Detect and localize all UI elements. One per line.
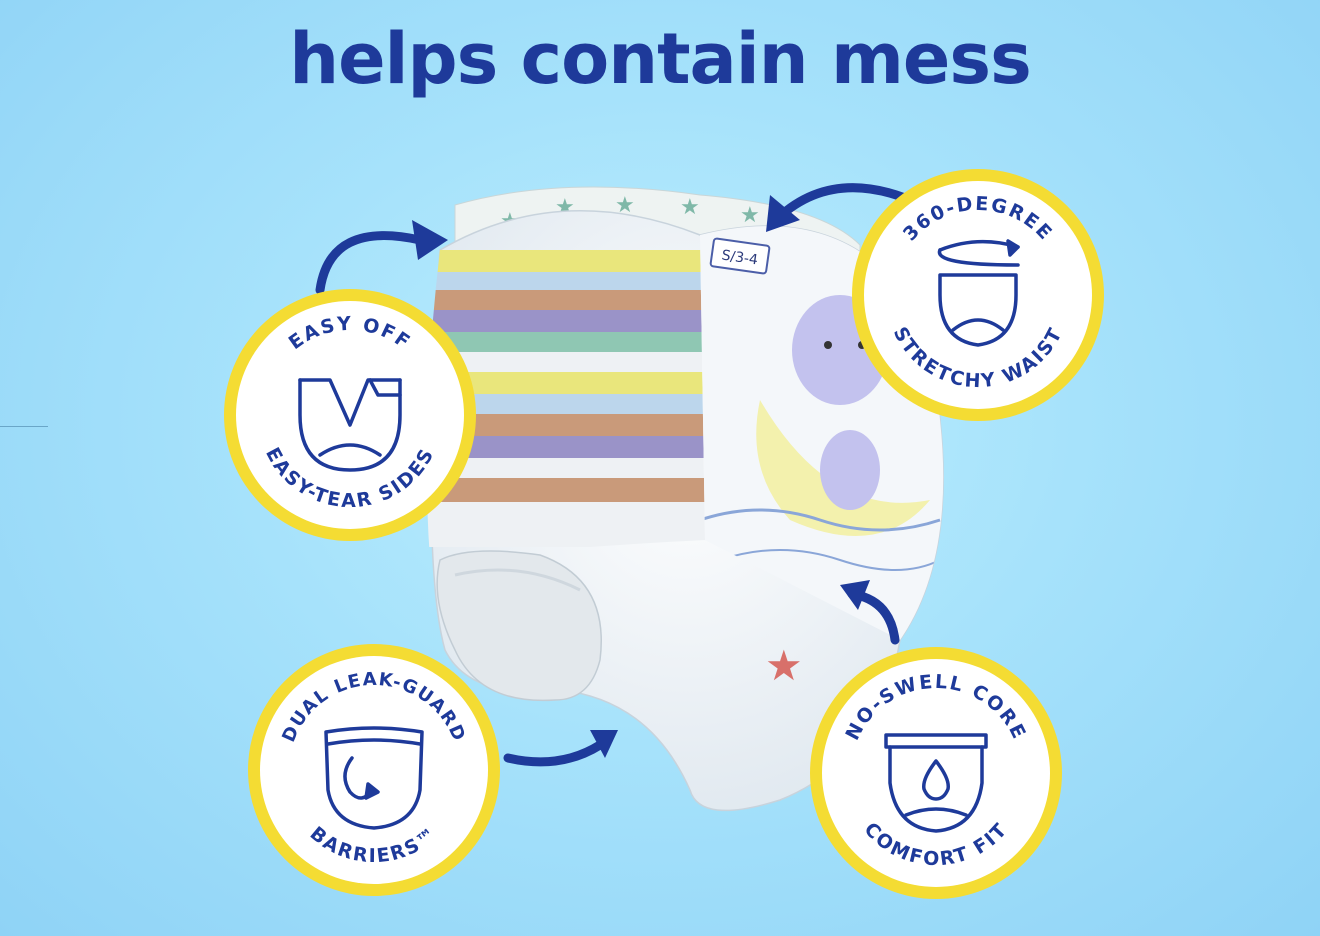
feature-badge-easy-off: EASY OFF EASY-TEAR SIDES — [224, 289, 476, 541]
arrow-easy-off — [315, 231, 425, 295]
easy-tear-underwear-icon — [298, 378, 402, 472]
leak-guard-icon — [324, 726, 424, 830]
svg-text:★: ★ — [615, 193, 635, 218]
feature-badge-leak-guard: DUAL LEAK-GUARD BARRIERS™ — [248, 644, 500, 896]
divider-line — [0, 426, 48, 427]
arrow-leak-guard — [503, 740, 605, 767]
svg-text:★: ★ — [740, 203, 760, 228]
svg-text:★: ★ — [680, 195, 700, 220]
stretchy-waist-icon — [937, 239, 1020, 347]
starfish-icon: ★ — [765, 641, 803, 690]
arrow-stretchy-waist — [773, 183, 910, 223]
feature-badge-stretchy-waist: 360-DEGREE STRETCHY WAIST — [852, 169, 1104, 421]
water-drop-core-icon — [884, 733, 988, 833]
page-title: helps contain mess — [289, 18, 1032, 100]
size-tag: S/3-4 — [721, 248, 759, 269]
feature-badge-no-swell-core: NO-SWELL CORE COMFORT FIT — [810, 647, 1062, 899]
